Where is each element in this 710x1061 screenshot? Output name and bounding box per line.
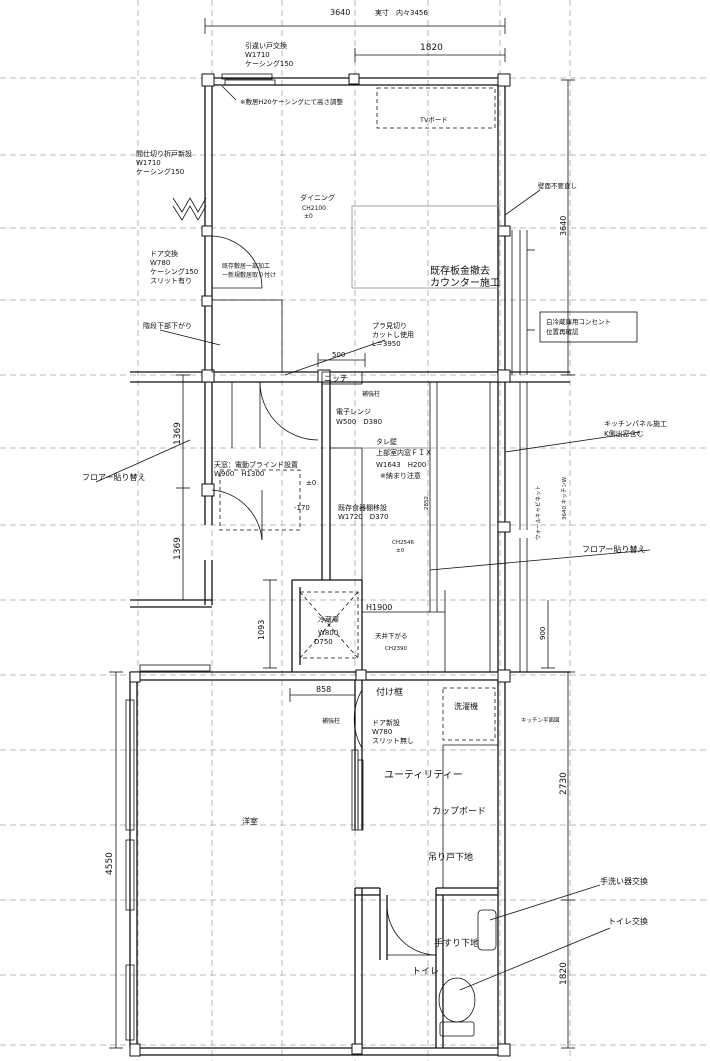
- door-change-1: ドア交換: [150, 249, 178, 258]
- fridge-label-2: W800: [318, 629, 338, 637]
- level-minus: -170: [294, 504, 310, 512]
- ceiling-label-1: 天窓：電動ブラインド設置: [214, 460, 298, 469]
- dim-fridge-width: 1093: [257, 620, 266, 640]
- partition-label-3: ケーシング150: [136, 167, 184, 176]
- counter-label-1: 既存板金撤去: [430, 264, 490, 277]
- kitchen-panel-2: K側出窓含む: [604, 429, 644, 438]
- posts: [129, 73, 511, 1057]
- annotation-texts: 引違い戸交換 W1710 ケーシング150 ※敷居H20ケーシングにて高さ調整 …: [82, 41, 667, 977]
- ceiling-label-2: W900 H1300: [214, 470, 264, 478]
- door-top-label-3: ケーシング150: [245, 59, 293, 68]
- dim-top-total: 3640: [330, 8, 350, 17]
- sill-note-2: 一新規敷居取り付け: [222, 271, 276, 279]
- western-room-label: 洋室: [242, 816, 258, 826]
- dim-right-900: 900: [539, 627, 547, 640]
- door-change-4: スリット有り: [150, 276, 192, 285]
- kitchen-ch: CH2546: [392, 540, 414, 546]
- new-door-label-2: W780: [372, 728, 392, 736]
- dim-left-upper-a: 1369: [173, 422, 183, 445]
- utility-label: ユーティリティー: [384, 770, 463, 781]
- hanging-wall-3: W1643 H200: [376, 461, 426, 469]
- dim-right-upper: 3640: [559, 216, 568, 236]
- shelf-label-2: W1720 D370: [338, 513, 389, 521]
- handrail-label: 手すり下地: [434, 937, 479, 949]
- sink-change-label: 手洗い器交換: [600, 876, 648, 886]
- fixtures: [95, 73, 651, 1041]
- dim-small-500: 500: [332, 351, 345, 359]
- sill-note-1: 既存敷居一部加工: [222, 262, 270, 270]
- door-top-label-2: W1710: [245, 51, 270, 59]
- hanging-door-label: 吊り戸下地: [428, 851, 473, 863]
- door-change-3: ケーシング150: [150, 267, 198, 276]
- microwave-label-1: 電子レンジ: [336, 408, 371, 416]
- partition-label-1: 間仕切り折戸新設: [136, 149, 192, 158]
- dim-left-lower: 4550: [105, 852, 115, 875]
- microwave-label-2: W500 D380: [336, 418, 382, 426]
- dining-ch: CH2100: [302, 205, 326, 212]
- door-change-2: W780: [150, 259, 170, 267]
- dimension-lines: [109, 18, 575, 1049]
- dining-level: ±0: [304, 213, 313, 220]
- niche-label: ニッチ: [324, 374, 348, 383]
- kitchen-width-label: 3640 キッチンW: [561, 476, 568, 520]
- washer-label: 洗濯機: [454, 701, 478, 711]
- shelf-height: 2852: [424, 496, 430, 510]
- fridge-label-3: D750: [314, 638, 333, 646]
- door-top-label-1: 引違い戸交換: [245, 41, 287, 50]
- height-1900: H1900: [366, 603, 392, 612]
- outlet-label-2: 位置再確認: [546, 327, 579, 336]
- stair-under-label: 階段下部下がり: [143, 321, 192, 330]
- toilet-change-label: トイレ交換: [608, 916, 648, 926]
- plaster-label-1: プラ見切り: [372, 322, 407, 330]
- wall-cabinet-label: ウォールキャビネット: [534, 485, 542, 540]
- kitchen-plan-label: キッチン平面図: [521, 717, 560, 724]
- dim-top-inner: 実寸 内々3456: [375, 8, 428, 17]
- frame-add-label: 付け框: [376, 686, 403, 698]
- floor-label-2: フロアー貼り替え: [582, 544, 646, 554]
- level-pm: ±0: [306, 479, 316, 487]
- cupboard-label: カップボード: [432, 806, 486, 817]
- new-door-label-3: スリット無し: [372, 736, 414, 745]
- fridge-label-1: 冷蔵庫: [318, 615, 339, 624]
- new-door-label-1: ドア新設: [372, 718, 400, 727]
- dim-right-lower-a: 2730: [559, 772, 569, 795]
- shelf-label-1: 既存食器棚移設: [338, 503, 387, 512]
- dining-label: ダイニング: [300, 193, 335, 202]
- dim-bottom-mid: 858: [316, 685, 331, 694]
- casing-note: ※敷居H20ケーシングにて高さ調整: [240, 97, 343, 106]
- dim-right-lower-b: 1820: [559, 962, 569, 985]
- tv-board-label: TVボード: [419, 116, 448, 124]
- partition-label-2: W1710: [136, 159, 161, 167]
- dim-top-right: 1820: [420, 43, 443, 53]
- wall-nochange-label: 壁面不要直し: [538, 181, 577, 190]
- reinforce-label-2: 補強柱: [322, 717, 340, 725]
- ceiling-drop-2: CH2390: [385, 646, 407, 652]
- reinforce-label-1: 補強柱: [362, 390, 380, 398]
- plaster-label-3: L＝3950: [372, 340, 401, 348]
- plaster-label-2: カットし使用: [372, 330, 414, 339]
- outlet-label-1: 白冷蔵庫用コンセント: [546, 317, 611, 326]
- kitchen-level: ±0: [396, 548, 405, 554]
- hanging-wall-1: タレ壁: [376, 437, 397, 446]
- dimension-texts: 3640 実寸 内々3456 1820 3640 1369 1369 1093 …: [105, 8, 569, 985]
- dim-left-upper-b: 1369: [173, 537, 183, 560]
- counter-label-2: カウンター施工: [430, 276, 500, 289]
- floor-label-1: フロアー貼り替え: [82, 472, 146, 482]
- toilet-label: トイレ: [412, 967, 439, 977]
- kitchen-panel-1: キッチンパネル施工: [604, 419, 667, 428]
- walls: [129, 77, 570, 1056]
- hanging-wall-2: 上部室内窓ＦＩＸ: [376, 448, 432, 457]
- hanging-wall-4: ※納まり注意: [380, 471, 421, 480]
- ceiling-drop-1: 天井下がる: [375, 631, 408, 640]
